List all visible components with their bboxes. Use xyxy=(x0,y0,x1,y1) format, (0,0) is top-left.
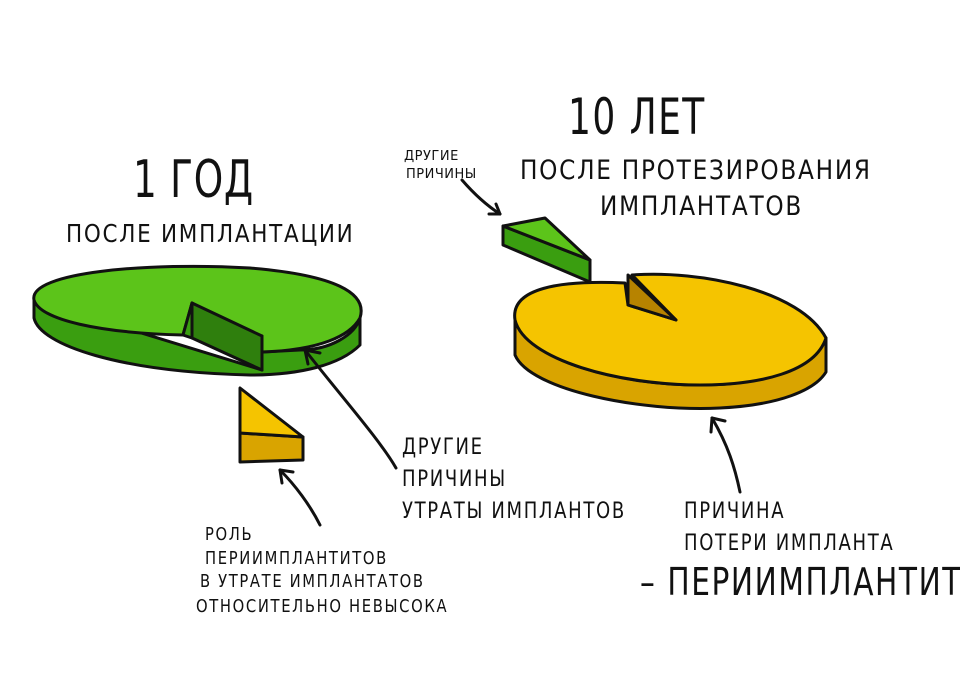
right-chart-heading: 10 ЛЕТ xyxy=(568,88,706,146)
left-green-pie xyxy=(32,264,363,377)
right-main-label-line-3: – ПЕРИИМПЛАНТИТ! xyxy=(640,560,960,604)
right-green-slice xyxy=(501,216,592,284)
left-note-line-4: ОТНОСИТЕЛЬНО НЕВЫСОКА xyxy=(196,596,449,617)
left-note-line-2: ПЕРИИМПЛАНТИТОВ xyxy=(205,548,388,569)
right-small-label-line-2: ПРИЧИНЫ xyxy=(406,167,477,182)
left-main-label-line-3: УТРАТЫ ИМПЛАНТОВ xyxy=(402,499,626,524)
right-main-label-line-2: ПОТЕРИ ИМПЛАНТА xyxy=(684,531,895,556)
left-yellow-slice xyxy=(238,386,305,464)
right-small-label-line-1: ДРУГИЕ xyxy=(404,149,459,164)
right-main-label-line-1: ПРИЧИНА xyxy=(684,499,786,524)
right-chart-subheading-line-1: ПОСЛЕ ПРОТЕЗИРОВАНИЯ xyxy=(520,155,872,186)
right-yellow-pie xyxy=(513,272,828,410)
left-chart-subheading: ПОСЛЕ ИМПЛАНТАЦИИ xyxy=(66,219,355,248)
left-main-label-line-1: ДРУГИЕ xyxy=(402,435,484,460)
arrows xyxy=(278,178,742,527)
left-main-label-line-2: ПРИЧИНЫ xyxy=(402,467,507,492)
left-note-line-1: РОЛЬ xyxy=(205,524,254,545)
left-note-line-3: В УТРАТЕ ИМПЛАНТАТОВ xyxy=(200,571,425,592)
left-chart-heading: 1 ГОД xyxy=(133,150,254,210)
right-chart-subheading-line-2: ИМПЛАНТАТОВ xyxy=(600,191,804,222)
